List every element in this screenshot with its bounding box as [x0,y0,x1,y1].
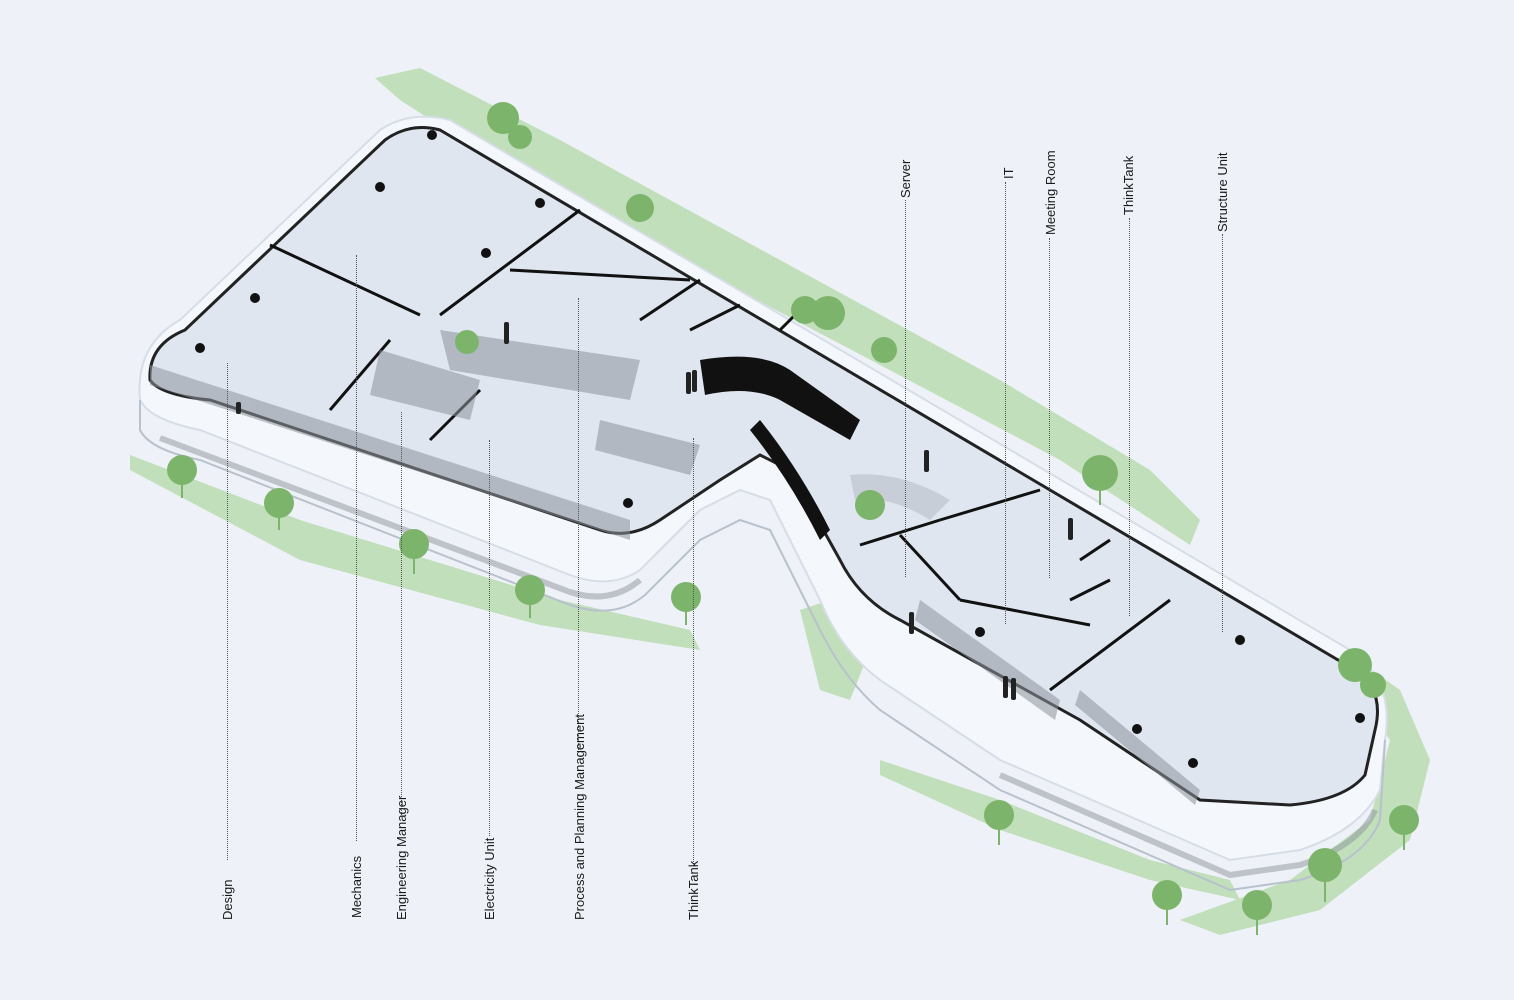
label-engineering-manager: Engineering Manager [394,795,409,920]
structure-unit-leader [1222,234,1223,632]
label-meeting-room: Meeting Room [1043,150,1058,235]
label-server: Server [898,159,913,198]
label-mechanics: Mechanics [349,855,364,918]
server-leader [905,200,906,577]
label-electricity-unit: Electricity Unit [482,837,497,920]
design-leader [227,363,228,860]
thinktank-lower-leader [693,438,694,866]
people-figures [236,322,1073,700]
label-thinktank-lower: ThinkTank [686,860,701,920]
thinktank-upper-leader [1129,218,1130,616]
interior-walls [269,208,1171,692]
circulation-core [700,356,950,540]
label-process-planning: Process and Planning Management [572,714,587,920]
mechanics-leader [356,255,357,841]
label-structure-unit: Structure Unit [1215,152,1230,232]
trees [167,102,1419,935]
label-design: Design [220,879,235,920]
process-planning-leader [578,298,579,750]
label-thinktank-upper: ThinkTank [1121,155,1136,215]
electricity-unit-leader [489,440,490,836]
engineering-manager-leader [401,412,402,815]
meeting-room-leader [1049,238,1050,578]
label-it: IT [1001,167,1016,179]
glass-partitions [150,330,1200,805]
columns [195,130,1365,768]
landscape-strips [130,68,1430,935]
it-leader [1005,182,1006,624]
